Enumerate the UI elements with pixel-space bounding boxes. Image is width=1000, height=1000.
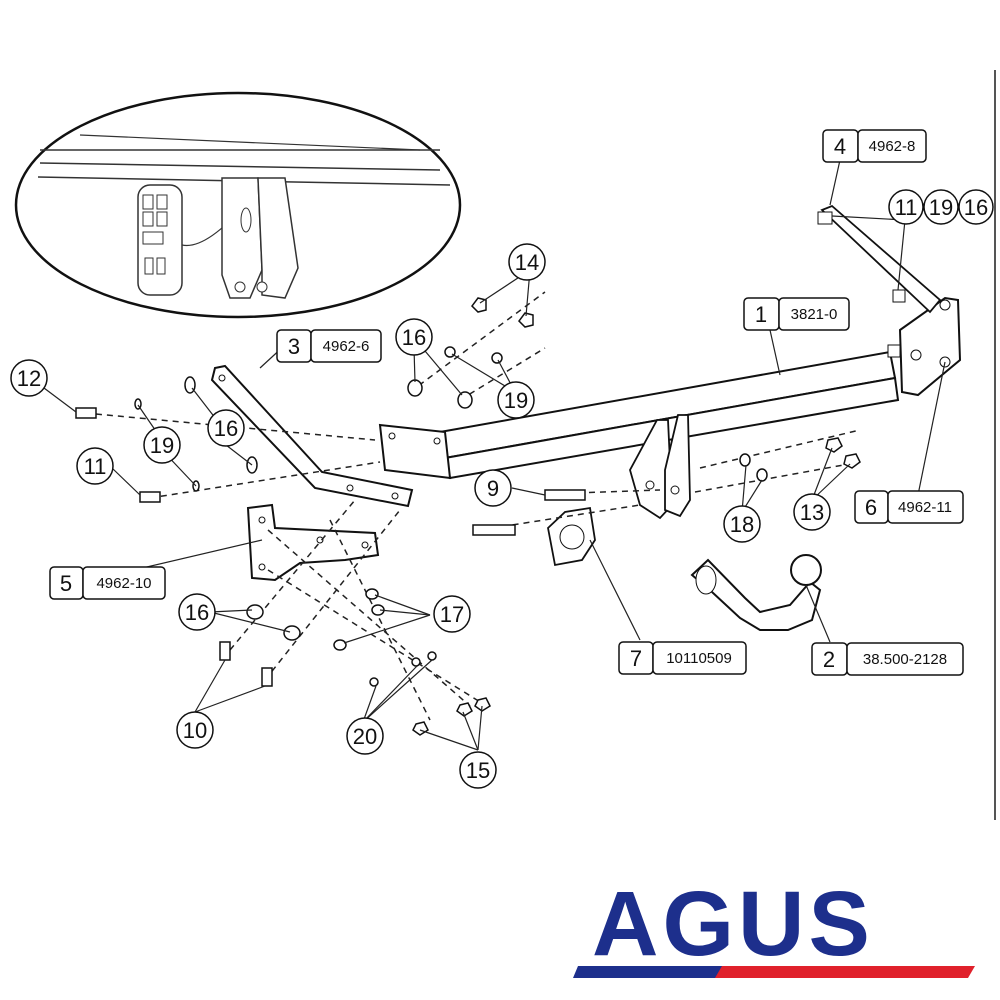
socket-plate <box>547 506 596 567</box>
svg-text:3821-0: 3821-0 <box>791 306 838 323</box>
svg-text:11: 11 <box>895 195 918 220</box>
svg-text:18: 18 <box>730 512 754 537</box>
callout-13: 13 <box>793 493 831 531</box>
svg-text:19: 19 <box>150 433 174 458</box>
agus-logo: AGUS <box>573 873 975 978</box>
svg-text:AGUS: AGUS <box>592 873 874 975</box>
svg-text:4962-8: 4962-8 <box>869 138 916 155</box>
svg-text:16: 16 <box>964 195 988 220</box>
part-label-1: 1 3821-0 <box>743 297 850 331</box>
svg-text:16: 16 <box>185 600 209 625</box>
svg-text:19: 19 <box>929 195 953 220</box>
callout-9: 9 <box>474 469 512 507</box>
right-support-arm <box>817 204 942 358</box>
inset-detail-view <box>14 91 462 319</box>
callout-16-lower: 16 <box>178 593 216 631</box>
callout-10: 10 <box>176 711 214 749</box>
callout-16-upper: 16 <box>395 318 433 356</box>
tow-ball <box>690 554 822 631</box>
part-label-7: 7 10110509 <box>618 641 747 675</box>
callout-17: 17 <box>433 595 471 633</box>
logo-red-stripe <box>713 966 975 978</box>
svg-text:38.500-2128: 38.500-2128 <box>863 651 947 668</box>
svg-text:17: 17 <box>440 602 464 627</box>
callout-11-left: 11 <box>76 447 114 485</box>
svg-text:4962-6: 4962-6 <box>323 338 370 355</box>
part-label-3: 3 4962-6 <box>276 329 382 363</box>
svg-text:5: 5 <box>60 571 72 596</box>
part-label-2: 2 38.500-2128 <box>811 642 964 676</box>
svg-text:10: 10 <box>183 718 207 743</box>
svg-text:14: 14 <box>515 250 539 275</box>
callout-14: 14 <box>508 243 546 281</box>
svg-text:7: 7 <box>630 646 642 671</box>
callout-16-mid: 16 <box>207 409 245 447</box>
main-crossbar <box>378 296 962 520</box>
fasteners <box>75 297 861 736</box>
callout-18: 18 <box>723 505 761 543</box>
part-label-5: 5 4962-10 <box>49 566 166 600</box>
callout-15: 15 <box>459 751 497 789</box>
svg-text:13: 13 <box>800 500 824 525</box>
callout-20: 20 <box>346 717 384 755</box>
svg-text:11: 11 <box>84 454 107 479</box>
callout-19-mid: 19 <box>497 381 535 419</box>
svg-text:15: 15 <box>466 758 490 783</box>
svg-text:10110509: 10110509 <box>666 650 732 667</box>
callout-16-right: 16 <box>958 189 994 225</box>
svg-text:6: 6 <box>865 495 877 520</box>
left-support-arm <box>210 364 414 508</box>
callout-19-right: 19 <box>923 189 959 225</box>
svg-text:1: 1 <box>755 302 767 327</box>
svg-text:16: 16 <box>214 416 238 441</box>
svg-text:2: 2 <box>823 647 835 672</box>
callout-19-left: 19 <box>143 426 181 464</box>
callout-12: 12 <box>10 359 48 397</box>
part-label-6: 6 4962-11 <box>854 490 964 524</box>
svg-text:3: 3 <box>288 334 300 359</box>
svg-text:20: 20 <box>353 724 377 749</box>
svg-text:4962-10: 4962-10 <box>96 575 151 592</box>
svg-text:12: 12 <box>17 366 41 391</box>
svg-text:16: 16 <box>402 325 426 350</box>
svg-text:4: 4 <box>834 134 846 159</box>
svg-text:9: 9 <box>487 476 499 501</box>
svg-text:19: 19 <box>504 388 528 413</box>
callout-11-right: 11 <box>888 189 924 225</box>
logo-blue-stripe <box>573 966 722 978</box>
svg-text:4962-11: 4962-11 <box>898 499 952 516</box>
part-label-4: 4 4962-8 <box>822 129 927 163</box>
